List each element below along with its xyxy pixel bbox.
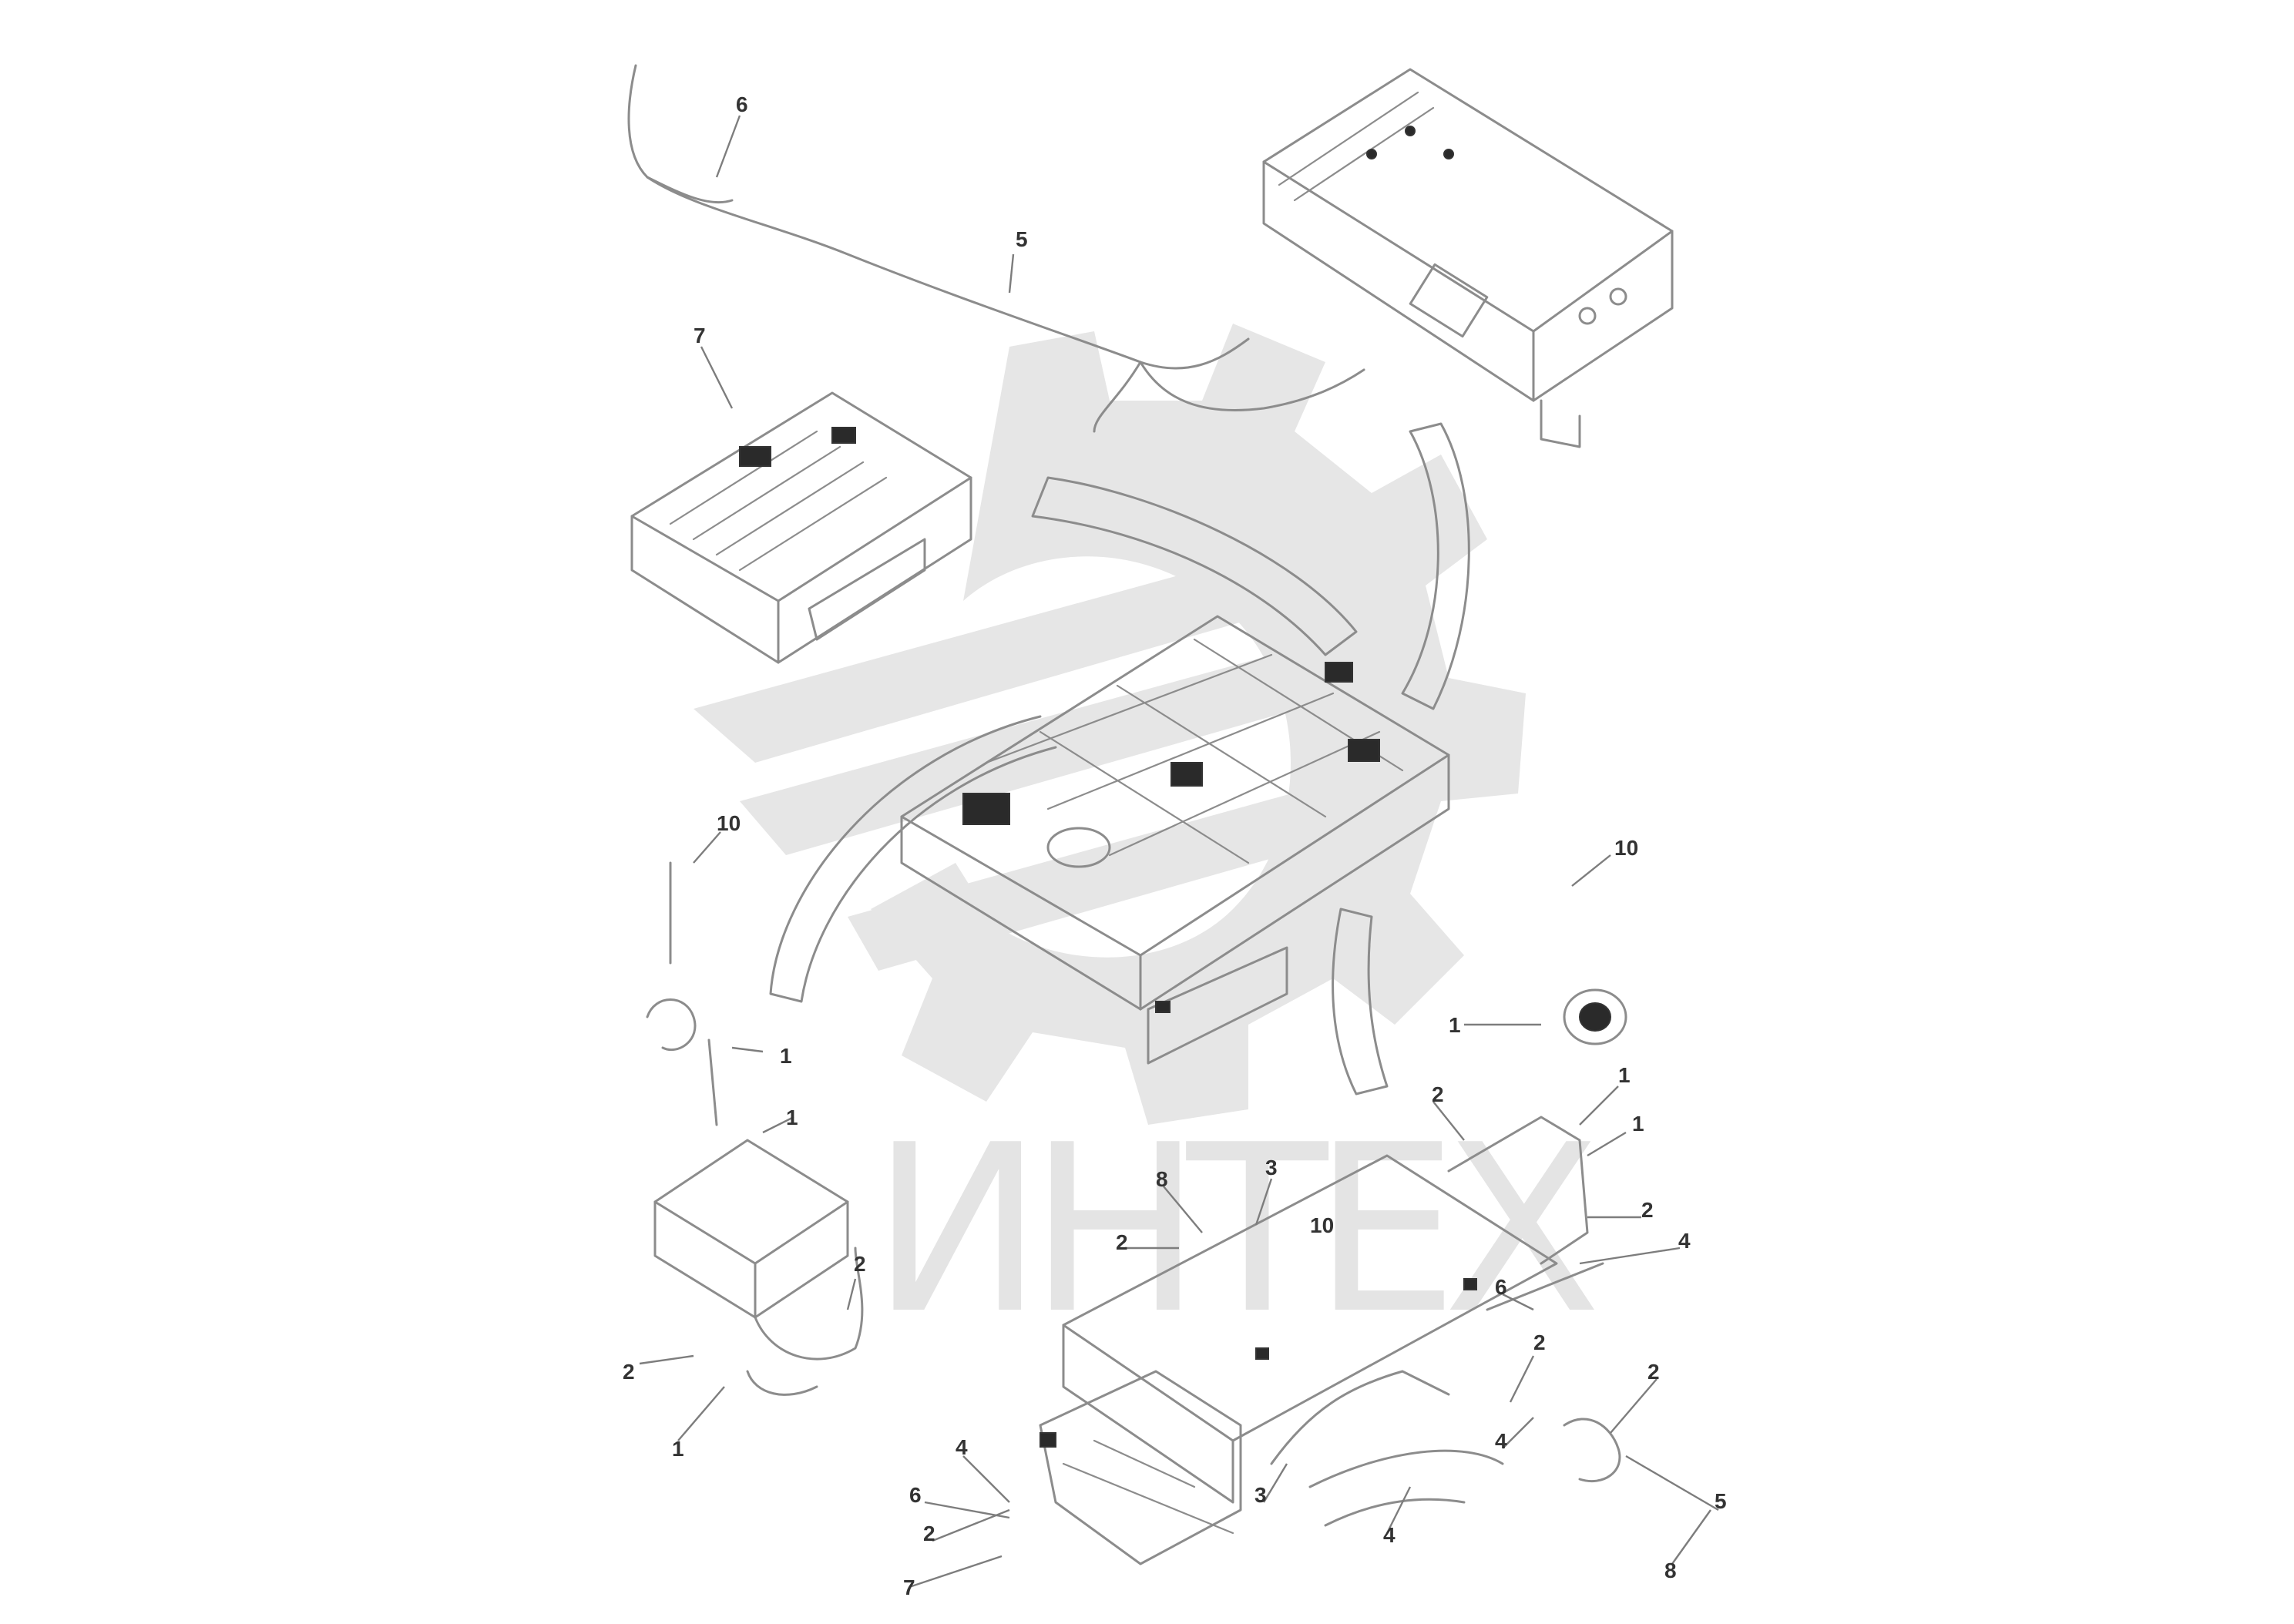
callout-label: 6 [909, 1483, 922, 1507]
callout-label: 7 [903, 1575, 915, 1599]
callout-label: 10 [1614, 836, 1638, 860]
callout-label: 6 [1495, 1275, 1507, 1299]
leader-lines [639, 115, 1719, 1589]
callout-label: 7 [694, 324, 706, 347]
callout-label: 8 [1664, 1559, 1677, 1582]
callout-label: 3 [1254, 1483, 1267, 1507]
control-panel [630, 391, 972, 664]
control-unit-box [1262, 68, 1674, 448]
callout-label: 2 [923, 1522, 935, 1545]
callout-label: 2 [623, 1360, 635, 1384]
callout-label: 4 [956, 1435, 968, 1459]
callout-label: 2 [1533, 1330, 1546, 1354]
callout-labels: 6 5 7 10 10 1 1 2 2 1 4 6 2 1 1 1 2 4 3 … [623, 92, 1727, 1599]
hoses [769, 422, 1470, 1096]
callout-label: 8 [1156, 1167, 1168, 1191]
callout-label: 5 [1715, 1489, 1727, 1513]
callout-label: 1 [1632, 1112, 1644, 1136]
callout-label: 4 [1495, 1429, 1507, 1453]
cable-harness-top [627, 64, 1365, 433]
callout-label: 4 [1678, 1229, 1691, 1253]
callout-label: 2 [1432, 1082, 1444, 1106]
callout-label: 10 [1310, 1213, 1334, 1237]
callout-label: 1 [1449, 1013, 1461, 1037]
callout-label: 4 [1383, 1523, 1396, 1547]
callout-label: 2 [1116, 1230, 1128, 1254]
watermark-gear-logo [694, 324, 1526, 1125]
lower-left-component [646, 861, 864, 1396]
callout-label: 2 [854, 1252, 866, 1276]
callout-label: 2 [1647, 1360, 1660, 1384]
callout-label: 6 [736, 92, 748, 116]
callout-label: 2 [1641, 1198, 1654, 1222]
callout-label: 3 [1265, 1156, 1278, 1179]
mounting-bracket [1147, 946, 1288, 1065]
callout-label: 1 [1618, 1063, 1631, 1087]
callout-label: 1 [672, 1437, 684, 1461]
watermark-text: ИНТЕХ [871, 1096, 1595, 1364]
callout-label: 10 [717, 811, 741, 835]
frame-assembly [900, 615, 1450, 1011]
callout-label: 5 [1016, 227, 1028, 251]
callout-label: 1 [786, 1106, 798, 1129]
callout-label: 1 [780, 1044, 792, 1068]
lower-frame [1039, 988, 1627, 1565]
